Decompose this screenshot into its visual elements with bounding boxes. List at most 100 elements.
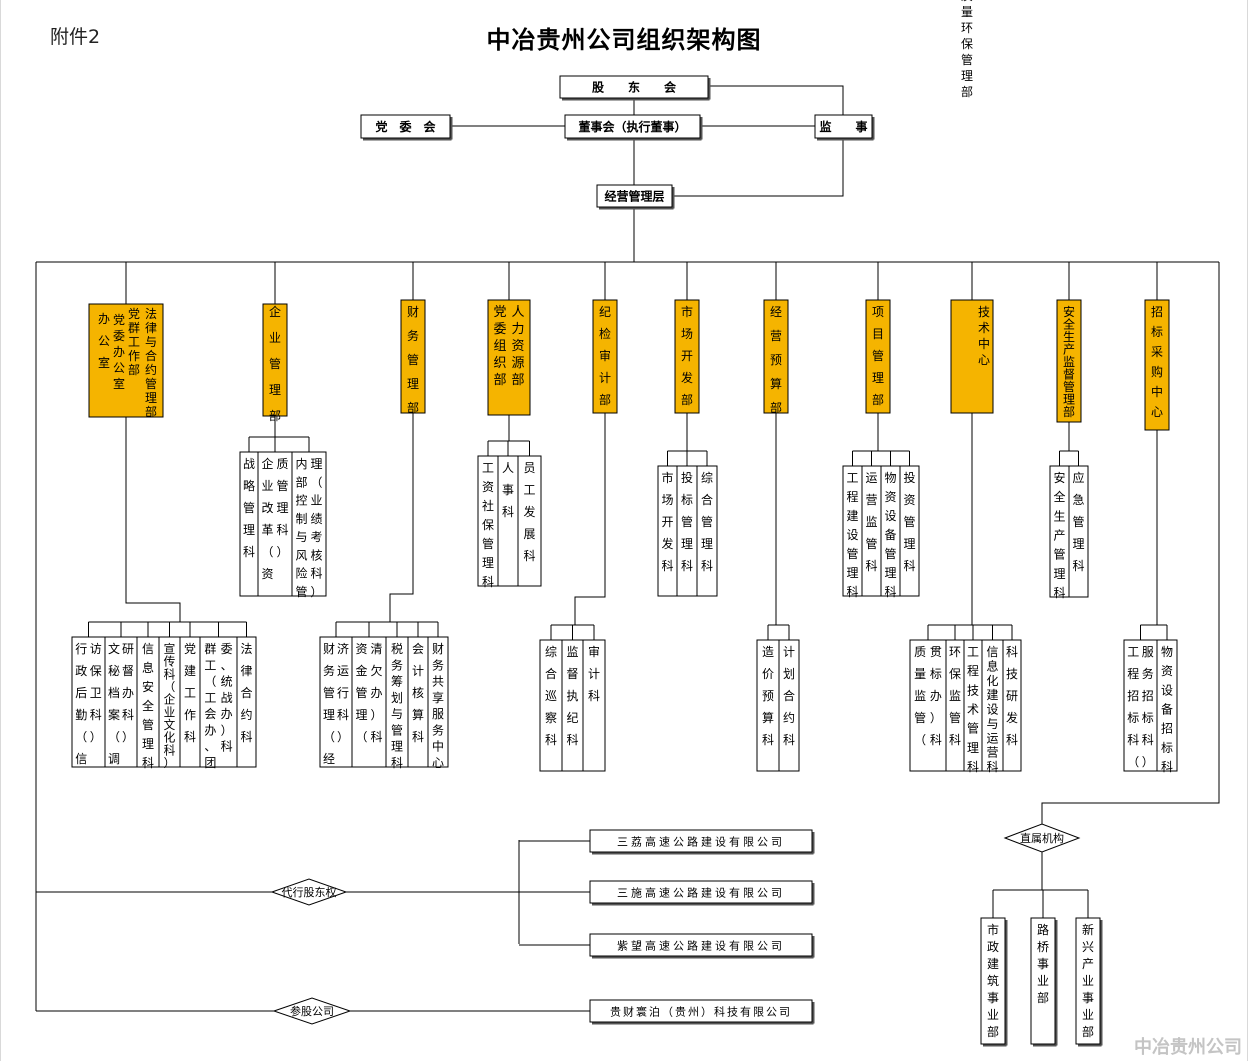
section-label: 科技研发科 (1006, 645, 1018, 747)
section-label: 运营监管科 (865, 471, 877, 573)
section-label: 宣传科（企业文化科） (164, 642, 176, 770)
section-label: 企业改革（资 (262, 456, 274, 581)
dept-fill (88, 303, 164, 418)
direct-unit-frame (980, 917, 1006, 1045)
section-label: 工资社保管理科 (482, 461, 494, 589)
section-box (1123, 639, 1158, 772)
dept-fill (1144, 299, 1170, 431)
equity-diamond-label: 参股公司 (290, 1004, 334, 1018)
proxy-company-box-frame (589, 933, 813, 957)
party-committee-box-frame (360, 114, 451, 139)
section-label: 文秘档案（调 (108, 641, 120, 766)
section-label: 研督办科） (122, 642, 134, 744)
section-box (71, 636, 106, 768)
supervisor-box: 监 事 (814, 114, 875, 141)
dept-label: 办公室 (98, 311, 110, 370)
section-label: 税务筹划与管理科 (391, 642, 403, 770)
section-label: 市场开发科 (661, 470, 673, 573)
dept-fill (763, 299, 789, 414)
section-box (696, 465, 718, 597)
dept-box: 安全生产监督管理部 (1056, 299, 1082, 423)
section-box (1156, 639, 1178, 772)
proxy-company-box: 三荔高速公路建设有限公司 (589, 829, 815, 855)
section-label: 信息安全管理科 (142, 642, 154, 770)
direct-unit-box: 路桥事业部 (1030, 917, 1058, 1047)
section-label: 贯标办）科 (930, 645, 942, 747)
section-box (861, 465, 882, 597)
proxy-company-box-frame (589, 880, 813, 904)
equity-diamond-shape (272, 997, 352, 1025)
section-label: 委、统战办）科 (221, 642, 233, 754)
section-label: 监督执纪科 (566, 645, 578, 747)
section-box (236, 636, 257, 768)
section-label: 济运行科） (337, 641, 349, 744)
section-label: 财务管理（经 (323, 642, 335, 766)
section-label: 造价预算科 (762, 645, 774, 747)
section-label: 会计核算科 (412, 642, 424, 744)
dept-box: 项目管理部 (865, 299, 891, 414)
dept-box: 招标采购中心 (1144, 299, 1170, 431)
board-box-label: 董事会（执行董事） (578, 119, 686, 134)
section-group: 行政后勤（信访保卫科）文秘档案（调研督办科）信息安全管理科宣传科（企业文化科）党… (71, 636, 257, 770)
section-label: 信息化建设与运营科 (986, 645, 998, 774)
shareholders-box: 股 东 会 (559, 75, 711, 101)
section-label: 工程招标科（ (1127, 645, 1139, 769)
dept-label: 市场开发部 (681, 304, 693, 407)
management-box-frame (596, 184, 673, 208)
proxy-diamond-shape (270, 878, 348, 906)
attachment-label: 附件2 (50, 26, 101, 48)
supervisor-box-frame (814, 114, 873, 139)
proxy-company-box-frame (589, 829, 813, 853)
connector-line (574, 413, 606, 625)
section-box (257, 451, 293, 597)
section-box (1002, 639, 1022, 772)
section-box (517, 455, 542, 587)
section-label: 理（业绩考核科） (310, 457, 322, 599)
equity-company-box: 贵财寰泊（贵州）科技有限公司 (589, 999, 815, 1025)
dept-label: 企业管理部 (269, 304, 281, 423)
section-label: 工程建设管理科 (846, 471, 858, 599)
dept-label: 技术中心 (978, 305, 990, 367)
section-label: 员工发展科 (523, 461, 535, 563)
direct-diamond: 直属机构 (1003, 823, 1081, 853)
dept-box: 市场开发部 (674, 299, 700, 414)
equity-company-box-label: 贵财寰泊（贵州）科技有限公司 (610, 1005, 792, 1019)
dept-box: 企业管理部 (262, 303, 288, 423)
direct-diamond-shape (1003, 823, 1081, 853)
equity-company-box-frame (589, 999, 813, 1023)
dept-fill (592, 299, 618, 414)
section-box (582, 639, 606, 772)
dept-box: 技术中心质量环保管理部 (950, 0, 994, 414)
direct-unit-box: 新兴产业事业部 (1075, 917, 1103, 1047)
proxy-company-box-label: 三施高速公路建设有限公司 (617, 886, 785, 900)
proxy-company-box: 三施高速公路建设有限公司 (589, 880, 815, 906)
section-box (778, 639, 800, 772)
proxy-company-box-label: 三荔高速公路建设有限公司 (617, 835, 785, 849)
dept-label: 党委办公室 (113, 312, 125, 391)
proxy-diamond-label: 代行股东权 (282, 886, 337, 899)
connector-line (708, 85, 844, 115)
section-label: 访保卫科） (90, 642, 102, 744)
section-box (756, 639, 780, 772)
section-box (909, 639, 947, 772)
watermark: 中冶贵州公司 (1134, 1037, 1242, 1058)
direct-diamond-label: 直属机构 (1020, 831, 1064, 845)
equity-diamond: 参股公司 (272, 997, 352, 1025)
section-label: 安全生产管理科 (1053, 470, 1065, 600)
section-group: 工程招标科（服务招标科）物资设备招标科 (1123, 639, 1178, 774)
section-label: 物资设备管理科 (884, 471, 896, 599)
section-label: 综合管理科 (701, 471, 713, 573)
board-box-frame (564, 114, 701, 139)
section-box (319, 636, 353, 768)
section-box (676, 465, 698, 597)
section-label: 投资管理科 (903, 470, 915, 573)
connector-line (125, 417, 181, 622)
section-label: 群工（工会办、团 (204, 642, 216, 770)
management-box-label: 经营管理层 (604, 189, 664, 204)
dept-label: 人力资源部 (511, 305, 524, 388)
